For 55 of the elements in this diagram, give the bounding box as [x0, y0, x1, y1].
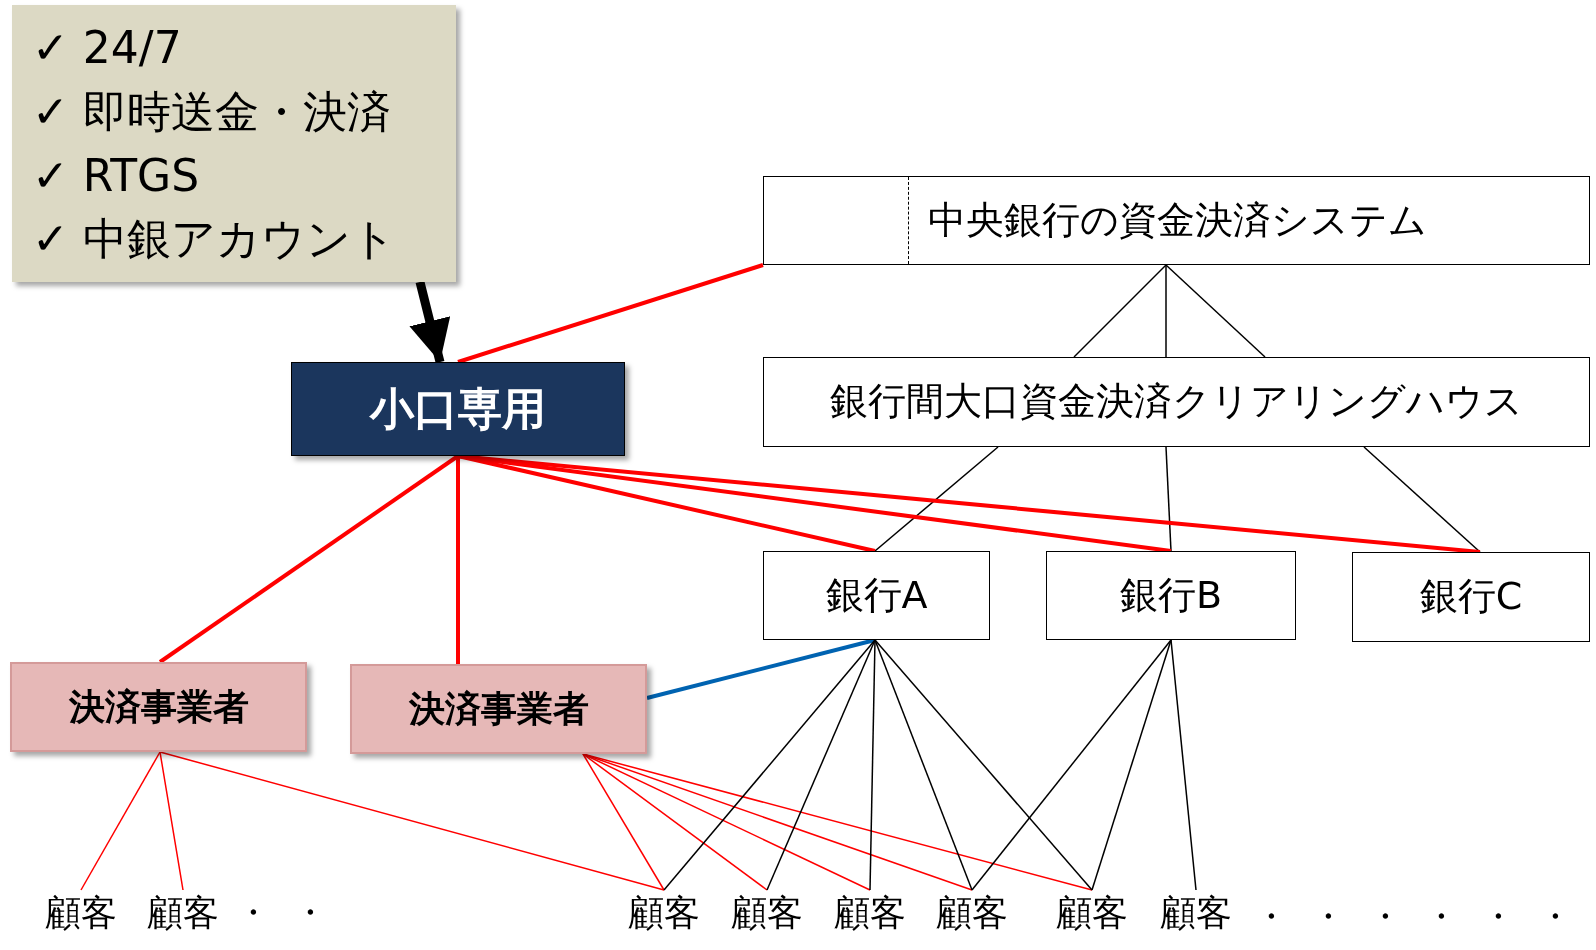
connector-line	[1165, 264, 1167, 358]
system-box	[763, 357, 1590, 447]
box-title: 銀行A	[825, 571, 928, 619]
connector-line	[80, 751, 161, 891]
customer-text: 顧客	[45, 890, 117, 935]
system-box	[763, 176, 1590, 265]
connector-line	[874, 446, 999, 552]
box-title: 決済事業者	[68, 684, 249, 729]
connector-line	[1363, 446, 1481, 553]
bank-box	[1352, 552, 1590, 642]
customer-text: 顧客	[834, 890, 906, 935]
connector-line	[159, 751, 665, 891]
customer-text: 顧客	[628, 890, 700, 935]
ellipsis-text: ・ ・	[236, 891, 333, 934]
connector-line	[766, 639, 876, 891]
connector-line	[159, 751, 184, 891]
connector-line	[1091, 639, 1172, 891]
customer-text: 顧客	[731, 890, 803, 935]
connector-line	[457, 454, 1481, 554]
checklist-item: ✓ 24/7	[32, 20, 182, 75]
bank-box	[763, 551, 990, 640]
box-title: 銀行C	[1419, 573, 1523, 621]
connector-line	[456, 456, 460, 664]
connector-line	[971, 639, 1172, 891]
checklist-box	[12, 5, 456, 282]
checklist-item: ✓ RTGS	[32, 148, 200, 203]
arrow	[409, 280, 451, 364]
connector-line	[646, 638, 876, 700]
checklist-item: ✓ 即時送金・決済	[32, 84, 391, 139]
connector-line	[582, 753, 665, 891]
connector-line	[1073, 264, 1167, 358]
box-title: 銀行間大口資金決済クリアリングハウス	[830, 378, 1523, 426]
connector-line	[874, 639, 1093, 891]
box-title: 小口専用	[370, 382, 546, 437]
connector-line	[1170, 639, 1197, 891]
ellipsis-text: ・ ・ ・ ・ ・ ・	[1254, 895, 1579, 938]
provider-box	[350, 664, 647, 754]
customer-text: 顧客	[1160, 890, 1232, 935]
connector-line	[457, 263, 764, 364]
bank-box	[1046, 551, 1296, 640]
box-title: 決済事業者	[408, 686, 589, 731]
customer-text: 顧客	[1056, 890, 1128, 935]
customer-text: 顧客	[936, 890, 1008, 935]
connector-line	[874, 639, 973, 891]
connector-line	[869, 639, 876, 891]
provider-box	[10, 662, 307, 752]
system-box	[291, 362, 625, 456]
connector-line	[1165, 264, 1266, 358]
box-title: 中央銀行の資金決済システム	[928, 196, 1427, 244]
connector-line	[582, 753, 768, 891]
customer-text: 顧客	[147, 890, 219, 935]
connector-line	[1165, 446, 1172, 552]
box-title: 銀行B	[1119, 571, 1223, 619]
connector-line	[663, 639, 876, 891]
checklist-item: ✓ 中銀アカウント	[32, 212, 396, 267]
